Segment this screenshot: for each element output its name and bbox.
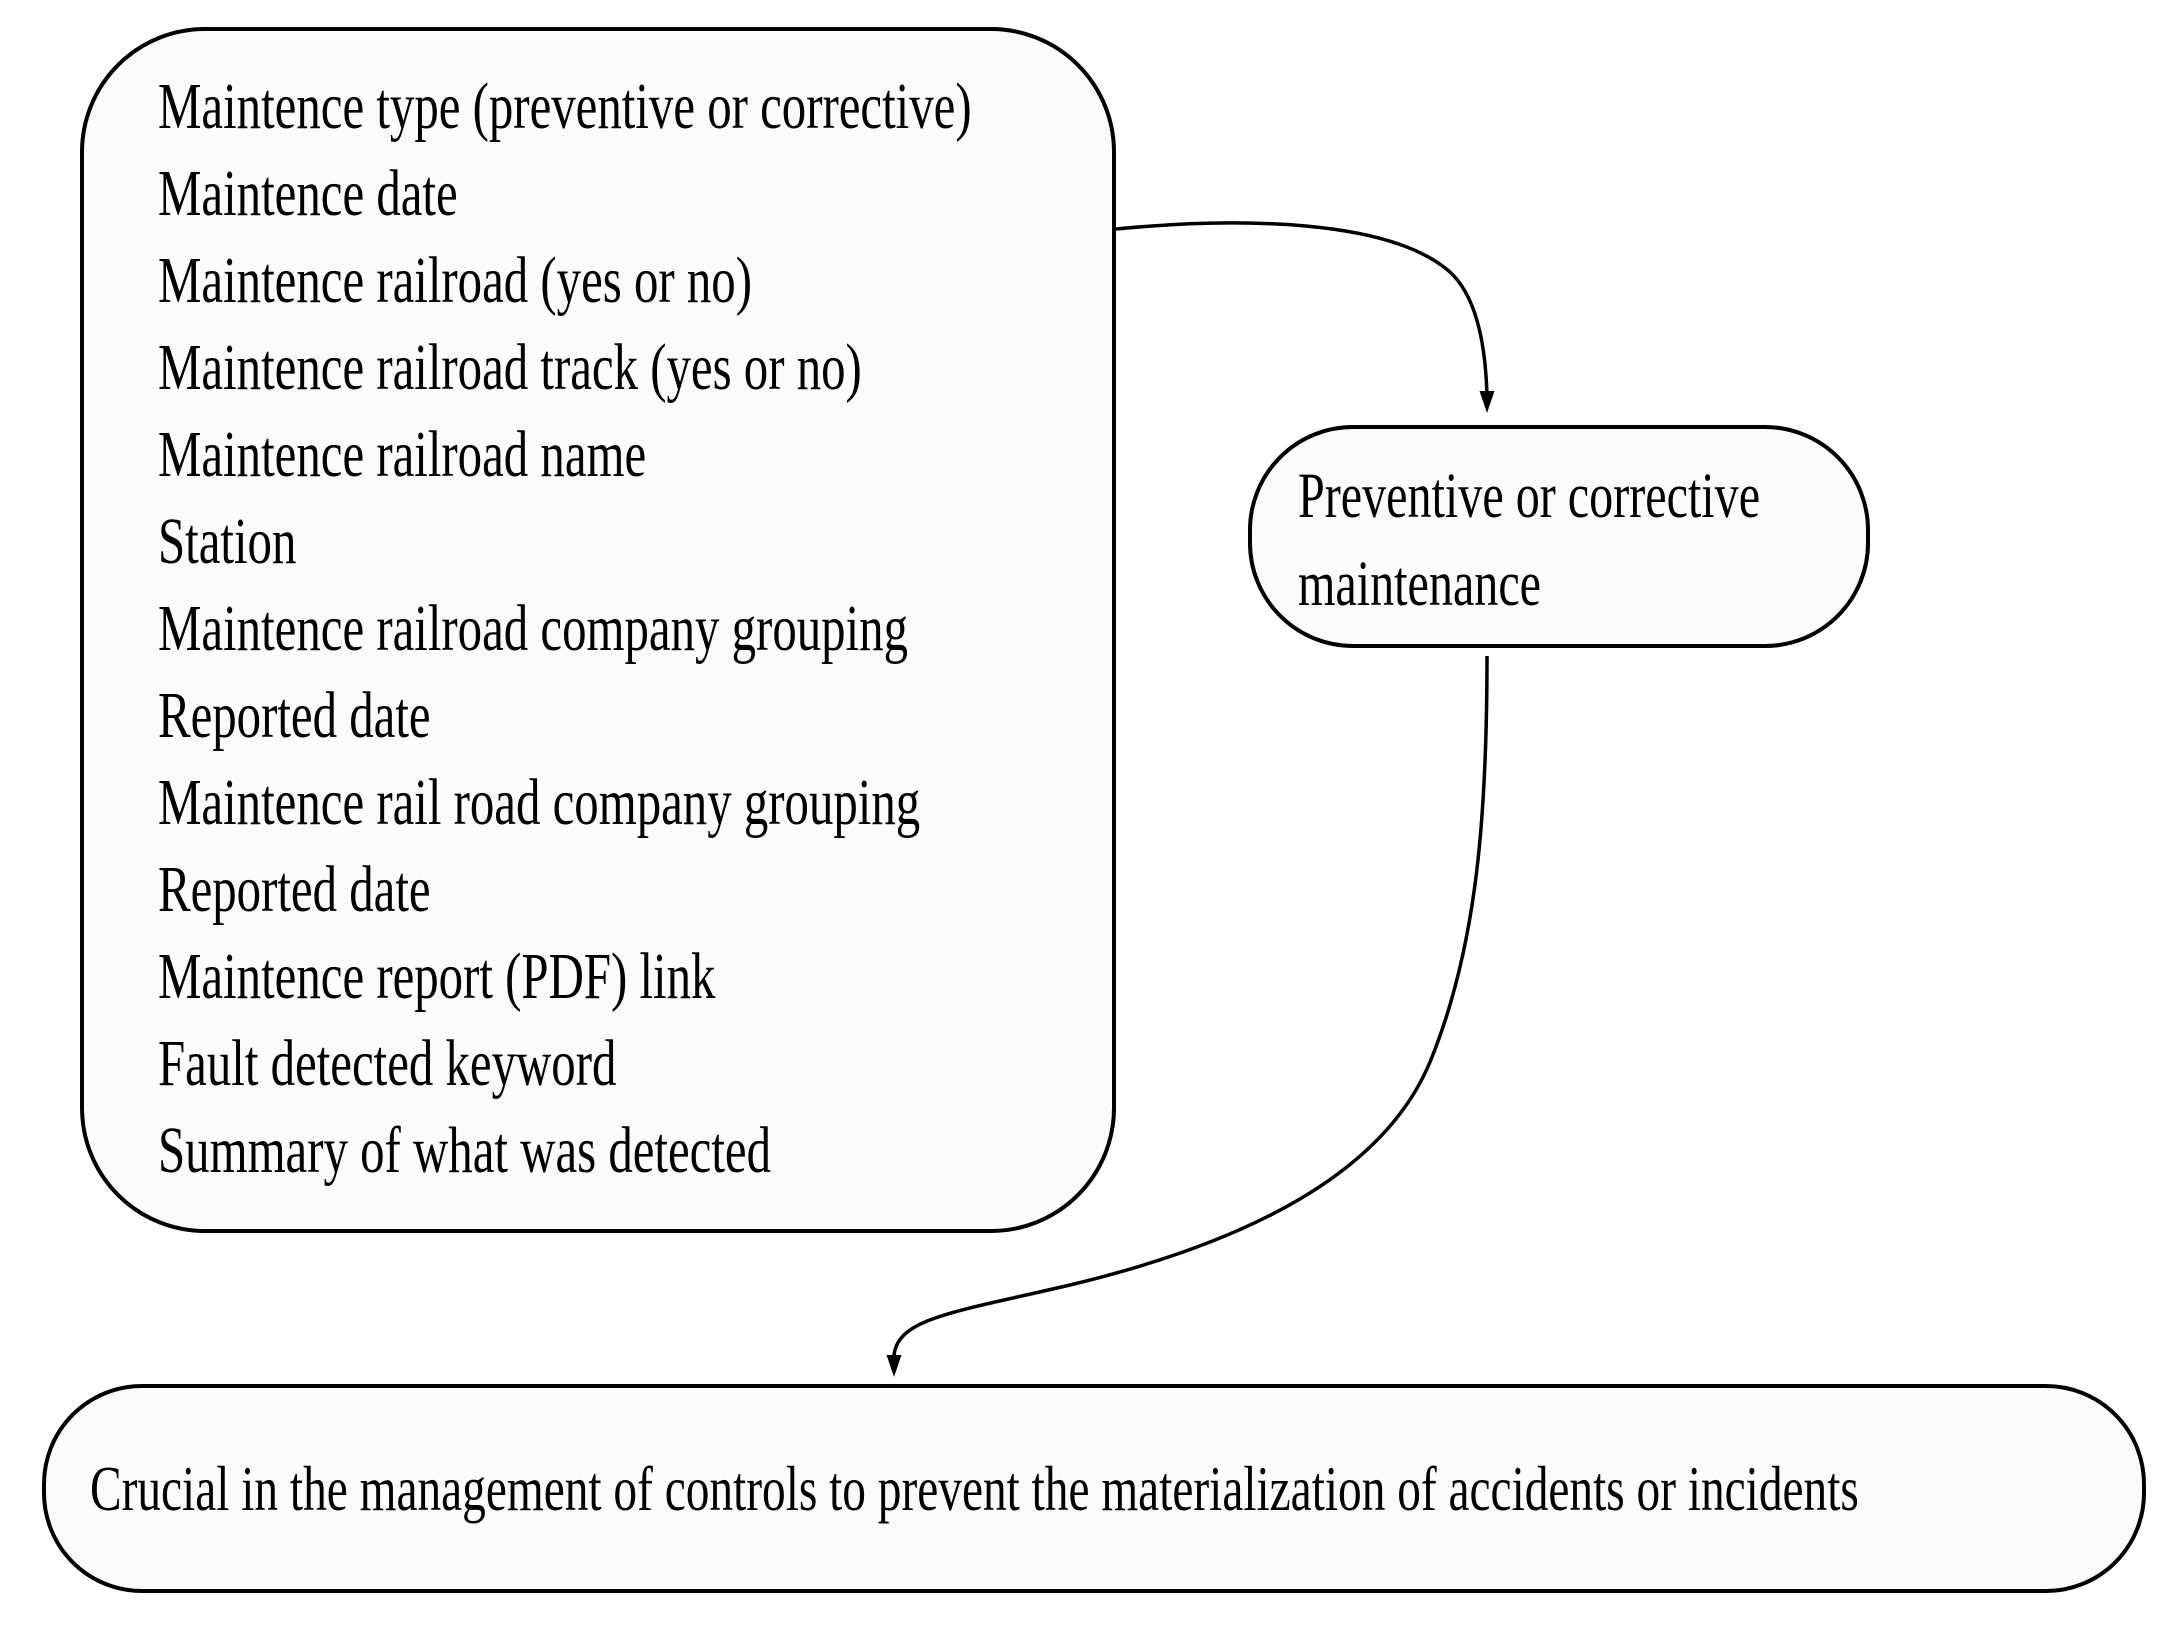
attribute-item: Reported date [158,853,431,926]
arrowhead-down-icon [1479,391,1495,413]
attribute-item: Maintence railroad name [158,418,647,491]
attribute-item: Fault detected keyword [158,1027,617,1100]
node-label-line: maintenance [1298,548,1542,620]
attribute-item: Station [158,505,297,578]
attribute-item: Maintence type (preventive or corrective… [158,70,972,143]
arrowhead-down-icon [886,1355,902,1377]
attribute-item: Reported date [158,679,431,752]
attribute-item: Maintence railroad company grouping [158,592,908,665]
importance-note-box: Crucial in the management of controls to… [42,1384,2146,1593]
attribute-item: Maintence rail road company grouping [158,766,921,839]
node-label-line: Preventive or corrective [1298,460,1761,532]
attribute-item: Maintence railroad (yes or no) [158,244,752,317]
attribute-item: Maintence railroad track (yes or no) [158,331,862,404]
note-label: Crucial in the management of controls to… [90,1452,1859,1524]
connector-attributes-to-type-arrow [1115,221,1495,413]
attribute-item: Maintence date [158,157,458,230]
attribute-item: Maintence report (PDF) link [158,940,716,1013]
attribute-item: Summary of what was detected [158,1114,772,1187]
maintenance-type-node: Preventive or corrective maintenance [1248,425,1870,648]
maintenance-attributes-box: Maintence type (preventive or corrective… [80,27,1116,1233]
